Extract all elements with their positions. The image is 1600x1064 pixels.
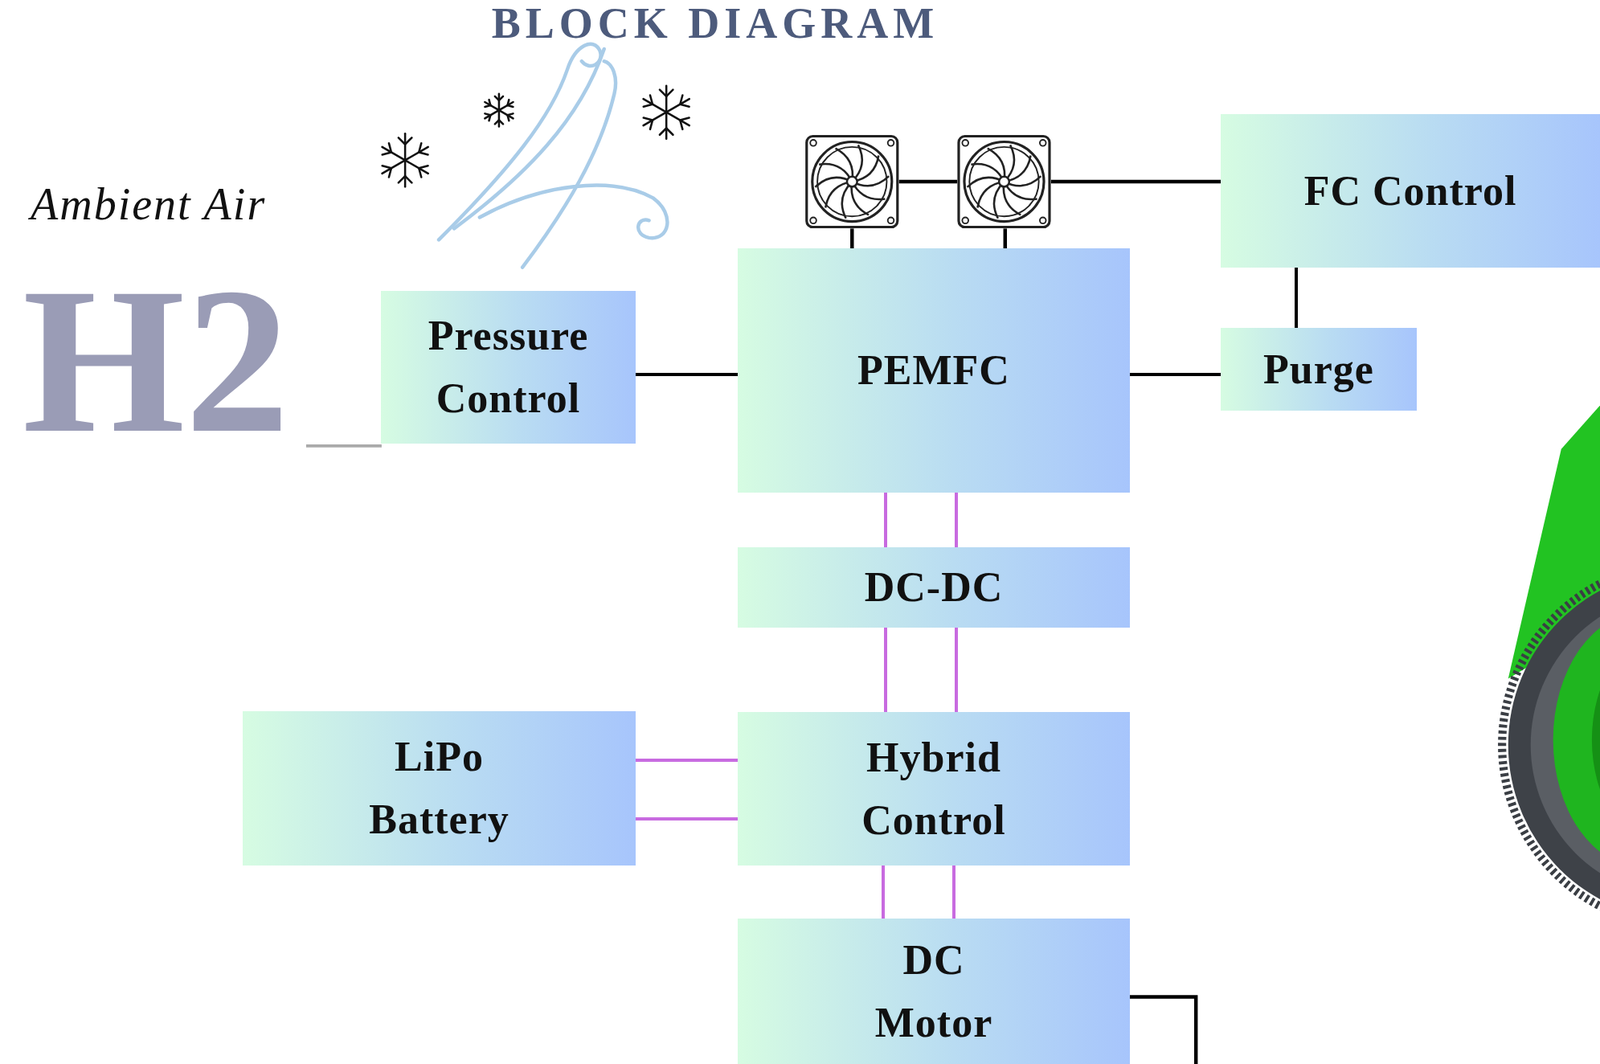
- hydrogen-label: H2: [22, 255, 290, 465]
- power-wire: [883, 627, 888, 713]
- box-label: Purge: [1263, 338, 1375, 402]
- control-box: Pressure Control: [380, 290, 636, 444]
- air-swirl: [438, 44, 668, 268]
- motor-box: DC Motor: [737, 918, 1130, 1064]
- motor-illustration: [1501, 403, 1600, 927]
- box-label: PEMFC: [857, 339, 1011, 402]
- box-label: DC-DC: [864, 556, 1004, 619]
- power-wire: [954, 492, 958, 548]
- h2-line: [306, 444, 382, 448]
- converter-box: DC-DC: [737, 547, 1130, 628]
- box-label: Hybrid Control: [821, 726, 1047, 852]
- power-wire: [883, 492, 888, 548]
- snowflake-symbol: [378, 85, 693, 188]
- signal-line: [635, 372, 738, 377]
- control-box: FC Control: [1220, 114, 1600, 268]
- air-label: Ambient Air: [30, 178, 266, 230]
- power-wire: [635, 817, 738, 821]
- box-label: FC Control: [1304, 159, 1518, 223]
- control-box: Hybrid Control: [737, 712, 1130, 866]
- box-label: Pressure Control: [404, 304, 614, 430]
- power-wire: [952, 865, 956, 919]
- box-label: LiPo Battery: [343, 725, 537, 852]
- diagram-title: BLOCK DIAGRAM: [433, 1, 997, 46]
- purge-box: Purge: [1220, 327, 1417, 411]
- battery-box: LiPo Battery: [242, 711, 636, 866]
- fan-symbol: [806, 136, 898, 228]
- fan-symbol: [958, 136, 1050, 228]
- power-wire: [954, 627, 958, 713]
- signal-line: [1294, 267, 1298, 328]
- power-wire: [881, 865, 885, 919]
- power-wire: [635, 758, 738, 762]
- fuel-cell-box: PEMFC: [737, 248, 1130, 493]
- box-label: DC Motor: [853, 928, 1015, 1055]
- signal-line: [1129, 372, 1221, 377]
